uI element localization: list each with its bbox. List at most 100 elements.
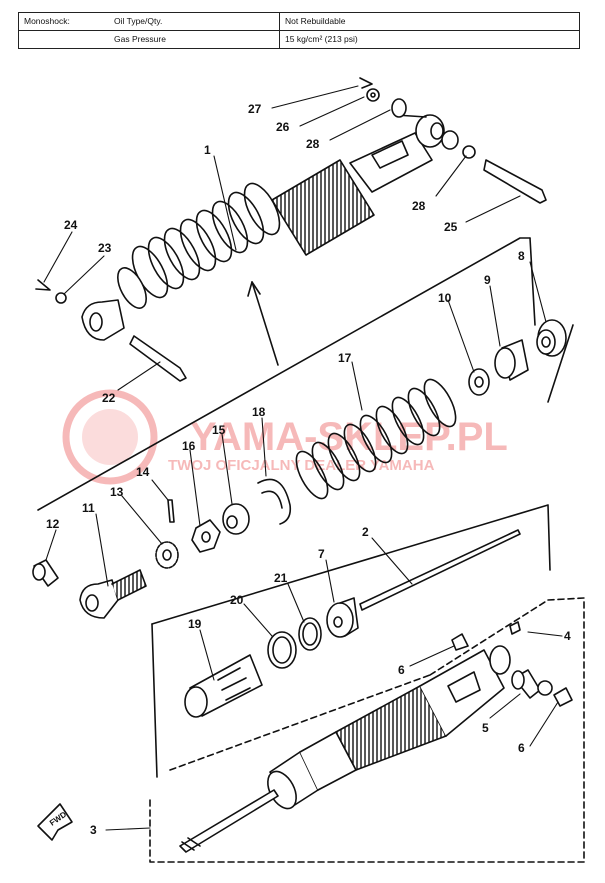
callout-19: 19 [188,617,202,631]
dashed-box-top [169,674,431,771]
callout-14: 14 [136,465,150,479]
washer-10 [468,368,490,396]
seal-ring-20-inner [272,636,292,664]
push-rod-2 [359,529,521,611]
watermark-logo-icon [62,389,158,485]
bushing-28-side [441,130,459,150]
retainer-clip-18-inner [261,490,283,509]
spec-table: Monoshock: Oil Type/Qty. Not Rebuildable… [18,12,580,49]
section-box-top [151,504,551,625]
bolt-22 [129,335,187,382]
damper-rod-thread [181,837,201,851]
watermark: YAMA-SKLEP.PL TWOJ OFICJALNY DEALER YAMA… [62,389,508,485]
cotter-pin-27 [359,77,373,89]
callout-24: 24 [64,218,78,232]
spring-guide-19-slots [217,667,251,701]
callout-2: 2 [362,525,369,539]
bushing-6-upper [451,633,469,651]
eye-bolt-11-hole [85,594,99,612]
spec-row-gas: Gas Pressure 15 kg/cm² (213 psi) [18,30,580,49]
spring-guide-19-end [184,686,208,718]
section-divider-right [547,324,574,403]
washer-26-hole [370,92,376,98]
callout-26: 26 [276,120,290,134]
shock-bellows [271,159,375,256]
callout-22: 22 [102,391,116,405]
dashed-box-link [429,599,549,676]
callout-21: 21 [274,571,288,585]
callout-28-top: 28 [306,137,320,151]
spring-seat-8 [536,319,567,357]
adjuster-nut-13-hole [162,549,172,561]
callout-25: 25 [444,220,458,234]
section-divider-upper [37,237,531,511]
cotter-pin-24 [35,279,51,291]
lower-eye-mount [81,299,125,341]
locknut-16-hole [201,531,211,543]
pin-14 [167,499,175,523]
screw-4 [509,621,521,635]
shock-coil-spring [131,182,281,299]
bolt-25 [483,159,547,204]
bushing-28-top [391,98,407,118]
section-box-left [151,623,158,778]
section-divider-edge [529,237,536,326]
callout-12: 12 [46,517,60,531]
callout-17: 17 [338,351,352,365]
spacer-9 [494,339,529,381]
callout-3: 3 [90,823,97,837]
fwd-arrow-icon [37,803,73,841]
spec-label [18,30,109,49]
top-clevis-hole [430,122,444,140]
eye-bolt-11 [79,579,119,619]
o-ring-21 [298,617,322,651]
watermark-subtitle: TWOJ OFICJALNY DEALER YAMAHA [168,457,435,474]
callout-labels: 27 26 28 1 28 25 24 23 22 10 9 8 17 18 1… [46,102,571,837]
locknut-16 [191,519,221,553]
top-clevis-eye [415,114,445,148]
shock-body-window [371,140,409,169]
callout-27: 27 [248,102,262,116]
spec-row-oil: Monoshock: Oil Type/Qty. Not Rebuildable [18,12,580,31]
watermark-logo-inner [82,409,138,465]
callout-20: 20 [230,593,244,607]
callout-1: 1 [204,143,211,157]
callout-4: 4 [564,629,571,643]
callout-16: 16 [182,439,196,453]
spec-value: 15 kg/cm² (213 psi) [279,30,580,49]
adjuster-nut-13 [155,541,179,569]
callout-6-upper: 6 [398,663,405,677]
joint-5-face [511,670,525,690]
callout-8: 8 [518,249,525,263]
damper-rod [179,789,279,853]
damper-unit-3 [179,645,511,853]
bushing-12-face [32,563,46,581]
leader-lines [43,85,563,831]
callout-23: 23 [98,241,112,255]
callout-13: 13 [110,485,124,499]
assembly-arrow-head [247,281,261,297]
retainer-clip-18 [257,478,292,525]
damper-top-eye [489,645,511,675]
callout-7: 7 [318,547,325,561]
collar-7-hole [333,616,343,628]
coil-spring-17 [295,378,457,500]
callout-6-lower: 6 [518,741,525,755]
callout-15: 15 [212,423,226,437]
washer-23 [55,292,67,304]
washer-26 [366,88,380,102]
assembly-arrow-line [251,281,279,366]
washer-side [462,145,476,159]
washer-10-hole [474,376,484,388]
watermark-title: YAMA-SKLEP.PL [190,415,508,459]
o-ring-21-inner [302,622,318,646]
callout-9: 9 [484,273,491,287]
dashed-box-outline [149,597,585,863]
spring-seat-15-hole [226,515,238,529]
joint-5-ball [537,680,553,696]
seal-ring-20 [267,631,297,669]
collar-7 [326,602,354,638]
callout-10: 10 [438,291,452,305]
lower-eye-hole [89,312,103,332]
